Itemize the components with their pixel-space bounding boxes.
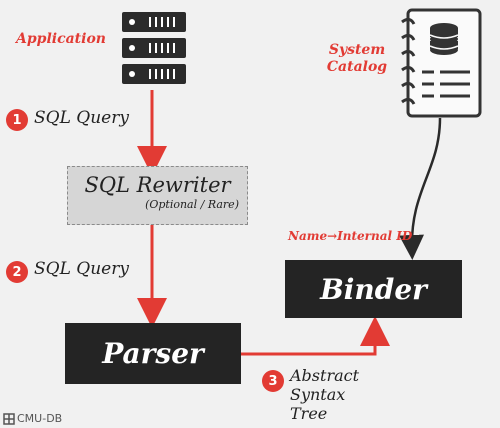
- cmu-db-logo-icon: [3, 412, 15, 425]
- server-icon: [122, 12, 186, 84]
- binder-input-label: Name→Internal ID: [288, 229, 413, 243]
- arrow-parser-to-binder: [240, 316, 390, 356]
- binder-box: Binder: [285, 260, 462, 318]
- sql-rewriter-box: SQL Rewriter (Optional / Rare): [67, 166, 248, 225]
- application-label: Application: [16, 31, 106, 47]
- step-1-badge: 1: [6, 109, 28, 131]
- parser-box: Parser: [65, 323, 241, 384]
- sql-rewriter-subtitle: (Optional / Rare): [145, 198, 239, 211]
- step-2-label: SQL Query: [34, 259, 129, 279]
- catalog-notebook-icon: [401, 8, 482, 118]
- step-3-label: Abstract Syntax Tree: [290, 366, 360, 423]
- footer-brand: CMU-DB: [3, 412, 62, 425]
- step-2-badge: 2: [6, 261, 28, 283]
- sql-rewriter-title: SQL Rewriter: [84, 173, 231, 197]
- arrow-catalog-to-binder: [399, 117, 442, 260]
- system-catalog-label: System Catalog: [326, 42, 388, 75]
- step-3-badge: 3: [262, 370, 284, 392]
- footer-label: CMU-DB: [17, 412, 63, 425]
- step-1-label: SQL Query: [34, 108, 129, 128]
